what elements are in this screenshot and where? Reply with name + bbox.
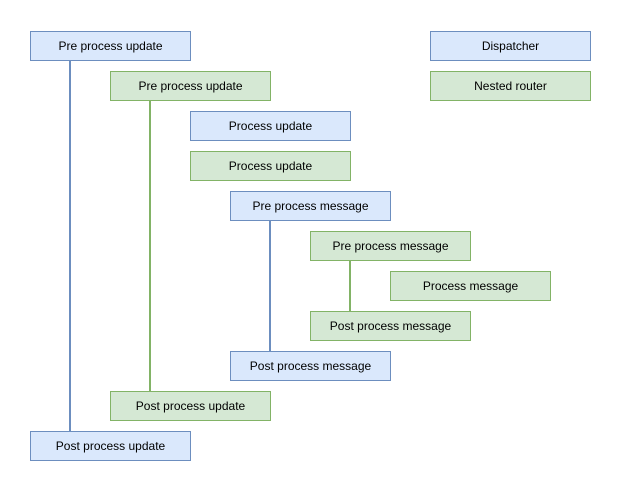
diagram-node: Post process update bbox=[110, 391, 271, 421]
diagram-node: Pre process update bbox=[110, 71, 271, 101]
diagram-node-label: Post process update bbox=[55, 439, 166, 453]
diagram-node: Pre process message bbox=[230, 191, 391, 221]
connector-line bbox=[269, 221, 271, 351]
diagram-node-label: Pre process message bbox=[332, 239, 449, 253]
diagram-node-label: Nested router bbox=[474, 79, 547, 93]
diagram-node-label: Pre process update bbox=[58, 39, 163, 53]
diagram-node: Post process message bbox=[310, 311, 471, 341]
diagram-node-label: Dispatcher bbox=[481, 39, 540, 53]
connector-line bbox=[349, 261, 351, 311]
diagram-node-label: Post process message bbox=[329, 319, 452, 333]
connector-line bbox=[149, 101, 151, 391]
diagram-node: Pre process update bbox=[30, 31, 191, 61]
diagram-node: Post process update bbox=[30, 431, 191, 461]
diagram-node: Pre process message bbox=[310, 231, 471, 261]
connector-line bbox=[69, 61, 71, 431]
diagram-node: Process message bbox=[390, 271, 551, 301]
diagram-node: Nested router bbox=[430, 71, 591, 101]
diagram-node: Process update bbox=[190, 111, 351, 141]
diagram-node-label: Pre process update bbox=[138, 79, 243, 93]
diagram-node-label: Post process update bbox=[135, 399, 246, 413]
diagram-node-label: Process message bbox=[422, 279, 519, 293]
diagram-node-label: Process update bbox=[228, 159, 313, 173]
diagram-node-label: Pre process message bbox=[252, 199, 369, 213]
diagram-node: Dispatcher bbox=[430, 31, 591, 61]
diagram-node: Post process message bbox=[230, 351, 391, 381]
diagram-node-label: Process update bbox=[228, 119, 313, 133]
diagram-node-label: Post process message bbox=[249, 359, 372, 373]
diagram-node: Process update bbox=[190, 151, 351, 181]
